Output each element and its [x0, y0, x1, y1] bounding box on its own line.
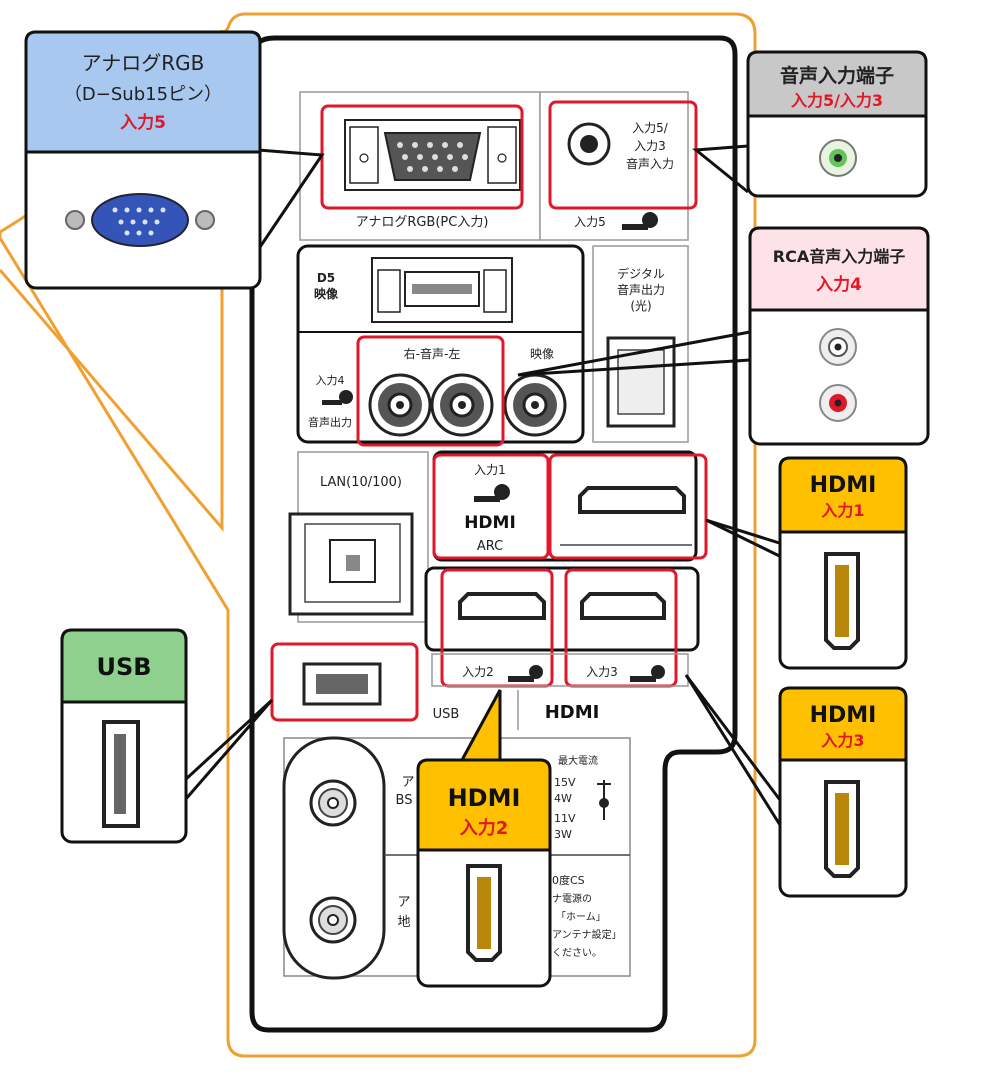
hdmi1-callout-input: 入力1	[821, 501, 864, 520]
vga-callout-input: 入力5	[120, 112, 166, 133]
antenna-bs-label-1: ア	[401, 775, 414, 790]
usb-highlight	[270, 642, 419, 722]
audio-jack-label-2: 入力3	[634, 139, 666, 153]
cs-note-2: ナ電源の	[552, 892, 592, 905]
optical-label-3: (光)	[630, 299, 651, 313]
input4-label-1: 入力4	[316, 374, 345, 387]
callout-usb	[60, 628, 188, 844]
callout-hdmi3	[778, 686, 908, 898]
usb-callout-title: USB	[96, 653, 151, 681]
callout-rca	[748, 226, 930, 446]
power-label-2: 15V	[554, 776, 576, 789]
vga-pointer	[256, 148, 325, 251]
hdmi1-port-highlight	[548, 453, 708, 560]
audio-in-callout-input: 入力5/入力3	[791, 91, 883, 110]
hdmi2-callout-title: HDMI	[448, 784, 521, 812]
cs-note-3: 「ホーム」	[556, 911, 606, 923]
hdmi3-callout-input: 入力3	[821, 731, 864, 750]
d5-label-2: 映像	[314, 286, 339, 301]
rca-callout-input: 入力4	[816, 274, 862, 295]
vga-callout-title: アナログRGB	[82, 51, 205, 75]
hdmi1-label-highlight	[432, 453, 550, 560]
orange-frame	[0, 12, 757, 1058]
audio-area	[539, 91, 689, 241]
dc-plus-icon	[597, 780, 611, 820]
hdmi2-callout-input: 入力2	[460, 818, 509, 839]
vga-port-label: アナログRGB(PC入力)	[356, 215, 489, 230]
antenna-bs-label-2: BS	[396, 793, 413, 808]
hdmi1-callout-title: HDMI	[810, 473, 877, 498]
usb-pointer	[183, 698, 274, 801]
cs-note-5: ください。	[552, 947, 602, 959]
power-label-1: 最大電流	[558, 754, 598, 767]
lan-label: LAN(10/100)	[320, 475, 402, 490]
video-label: 映像	[530, 347, 554, 361]
hdmi2-port	[458, 592, 546, 620]
cs-note-1: 0度CS	[552, 873, 585, 887]
callout-hdmi1	[778, 456, 908, 670]
audio-in-highlight	[548, 100, 698, 210]
cs-note-4: アンテナ設定」	[552, 928, 622, 941]
rca-pointer	[517, 330, 751, 377]
callout-audio-in	[746, 50, 928, 198]
input2-label: 入力2	[462, 665, 494, 679]
callout-hdmi2	[416, 758, 552, 988]
hdmi-logo-arc: HDMI	[464, 513, 516, 533]
input4-label-3: 音声出力	[308, 415, 352, 429]
audio-lr-label: 右-音声-左	[404, 346, 461, 361]
hdmi1-input-label: 入力1	[474, 463, 506, 477]
antenna-terr-label-1: ア	[397, 895, 410, 910]
hdmi-logo-bottom: HDMI	[545, 702, 600, 723]
hdmi23-area	[424, 566, 700, 652]
power-label-4: 11V	[554, 812, 576, 825]
antenna-terr-label-2: 地	[397, 915, 410, 930]
audio-jack-label-3: 音声入力	[626, 156, 674, 171]
hdmi3-port	[580, 592, 666, 620]
callout-vga	[24, 30, 262, 290]
vga-callout-subtitle: （D−Sub15ピン）	[64, 84, 222, 105]
optical-label-2: 音声出力	[617, 282, 665, 297]
hdmi1-port	[578, 486, 686, 514]
input-number-icons	[322, 212, 665, 682]
input5-label: 入力5	[574, 215, 606, 229]
d5-label-1: D5	[317, 271, 335, 285]
power-label-3: 4W	[554, 792, 572, 805]
rca-highlight	[356, 335, 505, 447]
input3-label: 入力3	[586, 665, 618, 679]
audio-in-callout-title: 音声入力端子	[780, 64, 894, 87]
power-label-5: 3W	[554, 828, 572, 841]
optical-label-1: デジタル	[617, 266, 665, 281]
rca-callout-title: RCA音声入力端子	[773, 247, 905, 266]
arc-label: ARC	[477, 539, 503, 554]
audio-in-pointer	[692, 144, 749, 194]
usb-port-label: USB	[433, 707, 460, 722]
hdmi3-pointer	[684, 674, 782, 826]
hdmi1-pointer	[705, 518, 809, 572]
hdmi3-callout-title: HDMI	[810, 703, 877, 728]
audio-jack-label-1: 入力5/	[632, 121, 669, 135]
